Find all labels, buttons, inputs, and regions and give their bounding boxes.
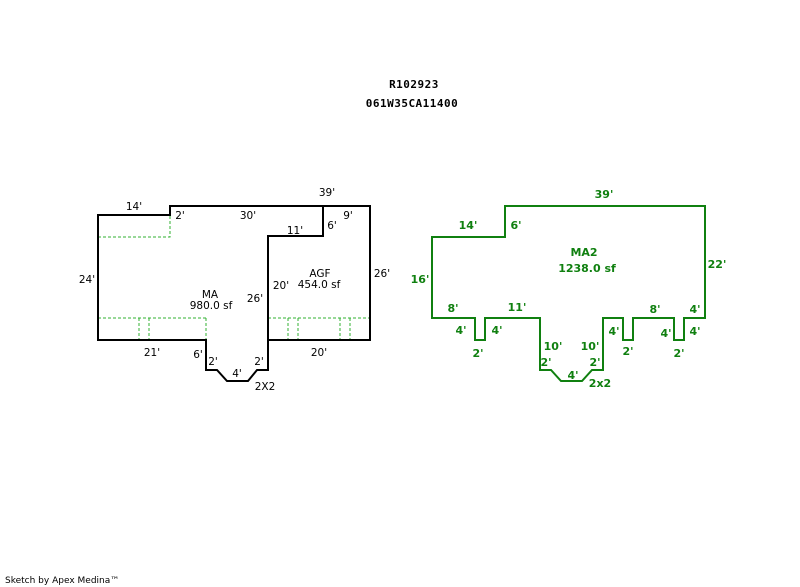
dim-label: 21'	[144, 347, 160, 359]
dim-label: 24'	[79, 274, 95, 286]
dim-label: 2'	[589, 356, 600, 369]
dim-label: 2'	[673, 347, 684, 360]
dim-label: 4'	[660, 327, 671, 340]
dim-label: 26'	[374, 268, 390, 280]
dim-label: 4'	[689, 303, 700, 316]
dim-label: 22'	[708, 258, 727, 271]
dim-label: 4'	[608, 325, 619, 338]
area-label-ma: MA	[202, 289, 219, 301]
area-size-agf: 454.0 sf	[298, 279, 341, 291]
dim-label: 16'	[411, 273, 430, 286]
footer-credit: Sketch by Apex Medina™	[5, 576, 119, 586]
area-size-ma2: 1238.0 sf	[558, 262, 616, 275]
dim-label: 39'	[319, 187, 335, 199]
dim-label: 4'	[455, 324, 466, 337]
dim-label: 20'	[311, 347, 327, 359]
left-sketch: MA 980.0 sf AGF 454.0 sf 14' 2' 30' 39' …	[79, 187, 390, 393]
agf-divider	[267, 206, 324, 340]
dim-label: 6'	[510, 219, 521, 232]
dim-label: 9'	[343, 210, 353, 222]
dim-label: 39'	[595, 188, 614, 201]
dotted-top-notch	[98, 206, 171, 238]
ma2-outline	[431, 205, 706, 382]
dim-label: 4'	[232, 368, 242, 380]
dim-label: 11'	[287, 225, 303, 237]
main-area-outline	[97, 205, 371, 382]
area-label-agf: AGF	[309, 268, 330, 280]
map-tax-lot: 061W35CA11400	[366, 97, 459, 110]
area-size-ma: 980.0 sf	[190, 300, 233, 312]
dim-label: 20'	[273, 280, 289, 292]
dotted-left-bottom-band	[98, 317, 207, 340]
note-label: 2x2	[589, 377, 611, 390]
dim-label: 2'	[208, 356, 218, 368]
dim-label: 14'	[459, 219, 478, 232]
dim-label: 8'	[447, 302, 458, 315]
dim-label: 6'	[327, 220, 337, 232]
dim-label: 10'	[544, 340, 563, 353]
dim-label: 14'	[126, 201, 142, 213]
right-sketch: MA2 1238.0 sf 39' 14' 6' 16' 22' 8' 11' …	[411, 188, 727, 390]
dotted-right-bottom-band	[268, 317, 370, 340]
dim-label: 2'	[254, 356, 264, 368]
dim-label: 2'	[540, 356, 551, 369]
dim-label: 8'	[649, 303, 660, 316]
dim-label: 2'	[175, 210, 185, 222]
dim-label: 2'	[472, 347, 483, 360]
dim-label: 6'	[193, 349, 203, 361]
dim-label: 2'	[622, 345, 633, 358]
dim-label: 11'	[508, 301, 527, 314]
dim-label: 4'	[491, 324, 502, 337]
dim-label: 10'	[581, 340, 600, 353]
dim-label: 4'	[689, 325, 700, 338]
note-label: 2X2	[255, 381, 276, 393]
dim-label: 26'	[247, 293, 263, 305]
dim-label: 30'	[240, 210, 256, 222]
account-number: R102923	[389, 78, 439, 91]
area-label-ma2: MA2	[570, 246, 597, 259]
dim-label: 4'	[567, 369, 578, 382]
